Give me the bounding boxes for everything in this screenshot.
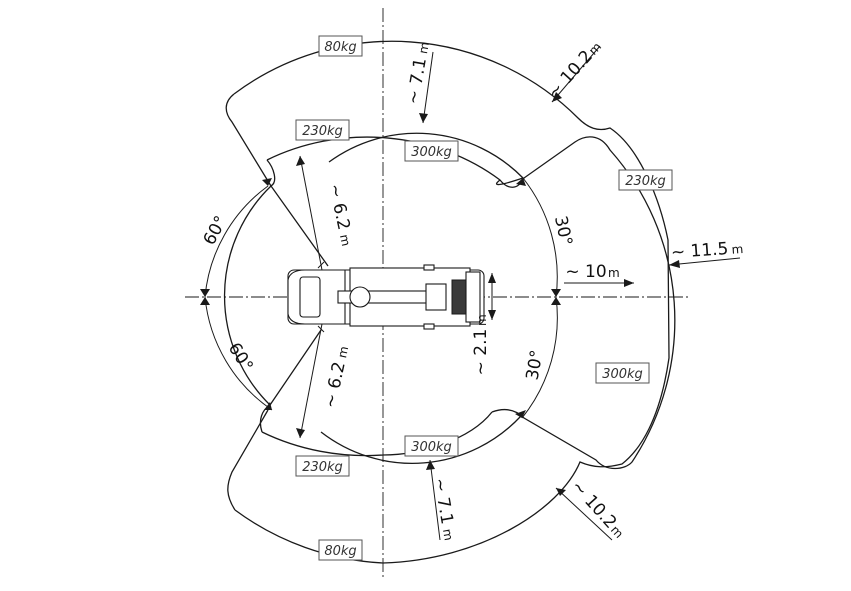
dim-line-10-2-top (551, 45, 601, 103)
svg-text:230kg: 230kg (625, 174, 666, 189)
svg-text:m: m (335, 345, 351, 359)
svg-text:~ 7.1: ~ 7.1 (429, 476, 457, 525)
label-top-300: 300kg (404, 140, 459, 162)
dim-line-7-1-top (422, 51, 434, 124)
angle-left-top: 60° (200, 213, 232, 249)
svg-text:m: m (416, 41, 432, 55)
angle-right-bottom: 30° (523, 349, 548, 382)
label-bottom-80: 80kg (318, 539, 363, 561)
label-right-300: 300kg (595, 362, 650, 384)
svg-text:~ 2.1: ~ 2.1 (471, 329, 491, 376)
dim-line-10-2-bottom (555, 487, 613, 541)
angle-arc-left-bottom (204, 296, 273, 411)
angle-arc-right-top (522, 177, 558, 298)
svg-text:80kg: 80kg (324, 40, 356, 55)
dim-top-10-2: ~ 10.2 m (544, 40, 605, 103)
dim-line-6-2-top (299, 155, 323, 271)
zone-80kg-top (233, 40, 670, 564)
dim-right-10: ~ 10 m (565, 262, 619, 282)
svg-text:~ 10.2: ~ 10.2 (544, 47, 597, 103)
svg-text:230kg: 230kg (302, 460, 343, 475)
dim-line-11-5 (668, 257, 741, 266)
zone-230kg-left-top (266, 159, 329, 267)
svg-text:~ 10: ~ 10 (565, 262, 606, 282)
dim-top-7-1: ~ 7.1 m (403, 41, 432, 106)
truck-top-view-icon (287, 261, 485, 333)
svg-text:~ 6.2: ~ 6.2 (320, 360, 349, 410)
angle-arc-left-top (204, 185, 269, 298)
label-bottom-230: 230kg (295, 455, 350, 477)
svg-text:~ 11.5: ~ 11.5 (670, 239, 729, 263)
svg-text:m: m (608, 266, 620, 280)
dim-width-2-1: ~ 2.1 m (471, 314, 491, 375)
zone-300kg-circle (223, 132, 525, 464)
svg-text:m: m (337, 233, 353, 247)
svg-text:m: m (731, 242, 744, 257)
svg-text:m: m (475, 314, 489, 326)
dim-right-11-5: ~ 11.5 m (670, 239, 744, 263)
dim-top-left-6-2: ~ 6.2 m (324, 182, 353, 247)
angle-left-bottom: 60° (224, 339, 257, 375)
arrow-heads (200, 92, 680, 496)
svg-text:300kg: 300kg (602, 367, 643, 382)
angle-arc-right-bottom (521, 296, 558, 419)
zone-80kg-left-top (225, 93, 272, 187)
svg-text:~ 10.2: ~ 10.2 (567, 477, 620, 533)
label-top-230: 230kg (295, 119, 350, 141)
dim-bottom-left-6-2: ~ 6.2 m (320, 345, 351, 410)
svg-text:~ 6.2: ~ 6.2 (324, 182, 353, 232)
svg-text:m: m (440, 528, 456, 542)
svg-text:230kg: 230kg (302, 124, 343, 139)
svg-text:300kg: 300kg (411, 440, 452, 455)
zone-80kg-left-bottom (227, 409, 269, 511)
svg-text:80kg: 80kg (324, 544, 356, 559)
dim-line-6-2-bottom (299, 323, 323, 439)
zone-230kg-left-bottom (259, 329, 322, 433)
dim-line-7-1-bottom (429, 459, 441, 541)
label-bottom-300: 300kg (404, 435, 459, 457)
dim-bottom-7-1: ~ 7.1 m (429, 476, 457, 542)
dim-bottom-10-2: ~ 10.2 m (567, 477, 626, 541)
label-right-230: 230kg (618, 169, 673, 191)
label-top-80: 80kg (318, 35, 363, 57)
zone-230kg-bottom (261, 411, 493, 457)
svg-text:300kg: 300kg (411, 145, 452, 160)
